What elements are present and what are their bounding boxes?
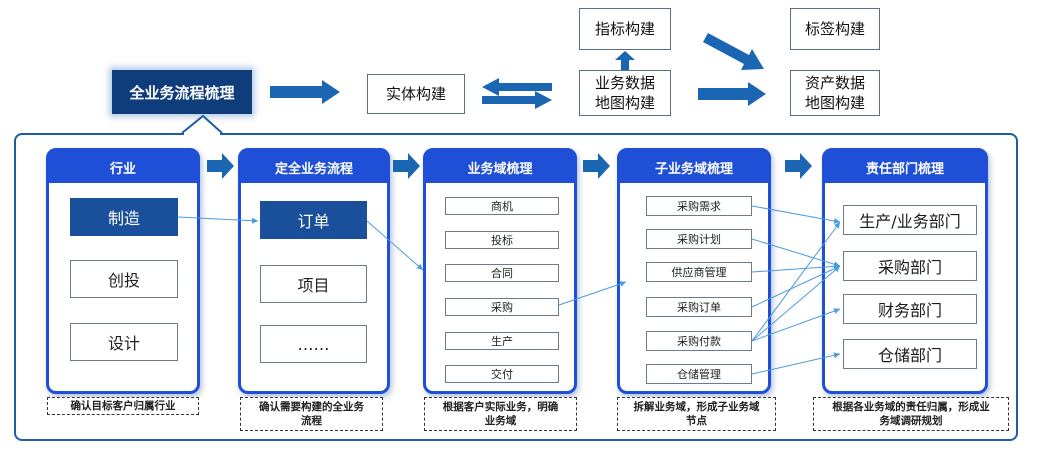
arrow-entity-to-biz	[482, 91, 552, 109]
connector-line	[751, 265, 841, 342]
stage-caption: 根据各业务域的责任归属，形成业 务域调研规划	[813, 397, 1009, 431]
stage-title: 责任部门梳理	[825, 151, 985, 183]
connector-line	[751, 352, 841, 375]
subdomain-item[interactable]: 采购订单	[646, 297, 752, 317]
domain-item[interactable]: 合同	[445, 264, 559, 282]
domain-item[interactable]: 交付	[445, 365, 559, 383]
arrow-biz-to-entity	[482, 78, 552, 96]
industry-item-venture[interactable]: 创投	[70, 260, 178, 298]
stage-caption: 确认需要构建的全业务 流程	[240, 397, 383, 431]
connector-line	[751, 221, 841, 342]
domain-item[interactable]: 投标	[445, 231, 559, 249]
arrow-biz-to-index	[615, 51, 635, 70]
stage-arrow	[785, 153, 812, 179]
connector-line	[751, 265, 841, 308]
stage-arrow	[207, 153, 234, 179]
connector-line	[366, 220, 424, 271]
stage-caption: 根据客户实际业务，明确 业务域	[424, 397, 577, 431]
subdomain-item[interactable]: 仓储管理	[646, 364, 752, 384]
stage-title: 定全业务流程	[241, 151, 387, 183]
stage-title: 子业务域梳理	[620, 151, 768, 183]
domain-item[interactable]: 生产	[445, 332, 559, 350]
full-process-button[interactable]: 全业务流程梳理	[112, 70, 252, 114]
index-build-box: 指标构建	[579, 8, 671, 50]
arrow-main-to-entity	[270, 80, 340, 104]
stage-title: 业务域梳理	[426, 151, 574, 183]
domain-item[interactable]: 商机	[445, 197, 559, 215]
stage-caption: 拆解业务域，形成子业务域 节点	[617, 397, 776, 431]
domain-item[interactable]: 采购	[445, 298, 559, 316]
arrow-diagonal-to-asset	[703, 33, 764, 70]
connector-line	[558, 281, 627, 306]
industry-item-manufacturing[interactable]: 制造	[70, 198, 178, 236]
connector-line	[751, 263, 841, 273]
dept-item-purchasing[interactable]: 采购部门	[843, 251, 977, 281]
process-item-order[interactable]: 订单	[260, 201, 367, 239]
process-item-project[interactable]: 项目	[260, 265, 367, 303]
entity-build-box: 实体构建	[367, 74, 465, 114]
pointer-notch-gap	[184, 132, 220, 136]
stage-caption: 确认目标客户归属行业	[47, 397, 199, 415]
connector-line	[751, 238, 841, 268]
subdomain-item[interactable]: 采购付款	[646, 331, 752, 351]
stage-title: 行业	[49, 151, 197, 183]
subdomain-item[interactable]: 采购计划	[646, 229, 752, 249]
tag-build-box: 标签构建	[790, 8, 880, 50]
dept-item-production[interactable]: 生产/业务部门	[843, 205, 977, 235]
process-container	[14, 133, 1018, 441]
connector-line	[751, 205, 841, 224]
process-item-more[interactable]: ……	[260, 325, 367, 363]
stage-arrow	[393, 153, 420, 179]
industry-item-design[interactable]: 设计	[70, 323, 178, 361]
stage-arrow	[583, 153, 610, 179]
dept-item-warehouse[interactable]: 仓储部门	[843, 339, 977, 369]
asset-data-map-box: 资产数据 地图构建	[790, 70, 880, 116]
connector-line	[751, 308, 841, 342]
dept-item-finance[interactable]: 财务部门	[843, 294, 977, 324]
arrow-biz-to-asset	[698, 82, 766, 106]
biz-data-map-box: 业务数据 地图构建	[579, 70, 671, 116]
connector-line	[177, 216, 259, 224]
pointer-notch	[181, 114, 223, 134]
subdomain-item[interactable]: 供应商管理	[646, 262, 752, 282]
subdomain-item[interactable]: 采购需求	[646, 196, 752, 216]
